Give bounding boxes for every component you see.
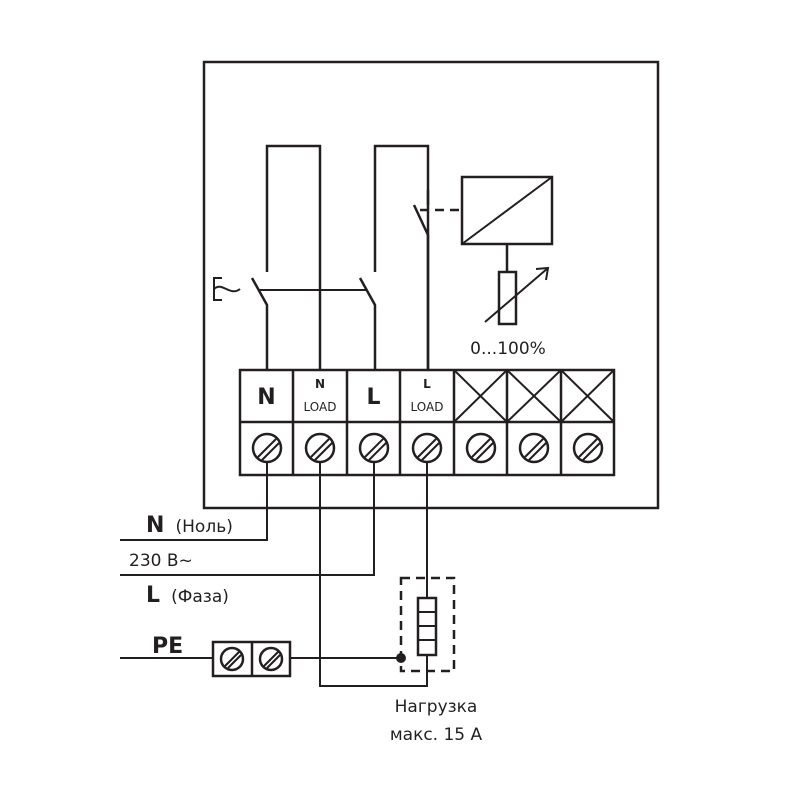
- control-contact: [412, 190, 462, 370]
- terminal-1-label: N: [257, 385, 275, 410]
- external-wiring: [120, 462, 428, 687]
- load-label-line1: Нагрузка: [395, 697, 478, 717]
- neutral-supply-label: N (Ноль): [146, 513, 233, 538]
- terminal-2-sublabel: LOAD: [304, 400, 337, 414]
- ground-label: PE: [152, 634, 183, 659]
- neutral-name: (Ноль): [176, 517, 233, 537]
- terminal-4-sublabel: LOAD: [411, 400, 444, 414]
- phase-name: (Фаза): [171, 587, 229, 607]
- relay-contacts: [213, 144, 430, 370]
- terminal-3-label: L: [366, 385, 380, 410]
- neutral-letter: N: [146, 513, 164, 538]
- terminal-block: [238, 368, 616, 477]
- phase-supply-label: L (Фаза): [146, 583, 229, 608]
- phase-letter: L: [146, 583, 160, 608]
- pe-terminal-block: [211, 640, 292, 678]
- potentiometer-icon: [484, 266, 550, 326]
- screw-terminals: [251, 432, 604, 464]
- terminal-2-label: N: [315, 377, 325, 391]
- regulator-range-label: 0...100%: [470, 339, 546, 359]
- device-housing: [202, 60, 660, 510]
- load-heater-icon: [399, 576, 456, 673]
- control-module: [460, 175, 554, 272]
- terminal-4-label: L: [423, 377, 431, 391]
- voltage-label: 230 В~: [129, 551, 193, 571]
- load-label-line2: макс. 15 А: [390, 725, 483, 745]
